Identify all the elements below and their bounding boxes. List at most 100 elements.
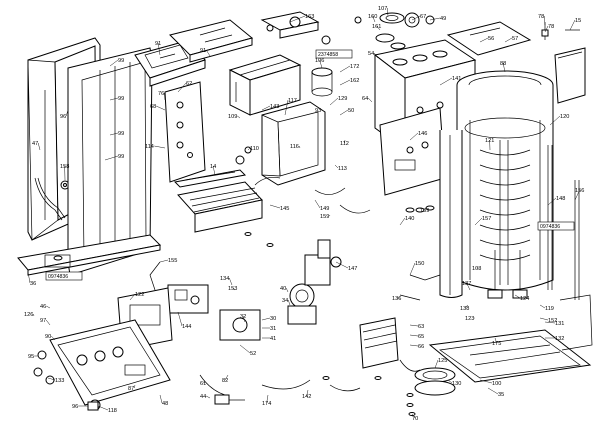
callout-63: 63 bbox=[409, 324, 424, 330]
callout-145: 145 bbox=[269, 204, 289, 212]
callout-number: 35 bbox=[498, 392, 504, 398]
callout-number: 160 bbox=[368, 14, 377, 20]
callout-96: 96 bbox=[60, 109, 69, 120]
callout-number: 65 bbox=[418, 334, 424, 340]
callout-number: 124 bbox=[520, 296, 529, 302]
callout-number: 121 bbox=[485, 138, 494, 144]
callout-number: 63 bbox=[418, 324, 424, 330]
callout-number: 61 bbox=[200, 381, 206, 387]
leader-line bbox=[434, 359, 439, 369]
callout-114: 114 bbox=[145, 144, 166, 150]
callout-99: 99 bbox=[109, 58, 124, 67]
callout-131: 131 bbox=[544, 321, 564, 327]
callout-number: 156 bbox=[575, 188, 584, 194]
callout-110: 110 bbox=[247, 146, 259, 152]
callout-35: 35 bbox=[487, 387, 504, 398]
callout-number: 139 bbox=[420, 208, 429, 214]
leader-line bbox=[329, 214, 331, 217]
leader-line bbox=[163, 92, 166, 101]
side-panel-left-center bbox=[164, 81, 206, 183]
callout-144: 144 bbox=[177, 311, 191, 330]
callout-40: 40 bbox=[280, 286, 289, 293]
leader-line bbox=[202, 381, 206, 384]
callout-number: 152 bbox=[548, 318, 557, 324]
callout-93: 93 bbox=[315, 108, 322, 114]
leader-line bbox=[261, 317, 271, 321]
leader-line bbox=[374, 52, 379, 59]
callout-number: 114 bbox=[145, 144, 154, 150]
callout-107: 107 bbox=[378, 6, 389, 17]
callout-172: 172 bbox=[339, 64, 359, 73]
leader-line bbox=[409, 334, 419, 337]
callout-175: 175 bbox=[492, 337, 501, 347]
leader-line bbox=[224, 374, 229, 381]
leader-line bbox=[206, 395, 211, 399]
callout-30: 30 bbox=[261, 316, 276, 322]
callout-number: 97 bbox=[40, 318, 46, 324]
callout-162: 162 bbox=[339, 78, 359, 86]
callout-number: 50 bbox=[348, 108, 354, 114]
leader-line bbox=[494, 337, 497, 344]
callout-number: 116 bbox=[290, 144, 299, 150]
callout-134: 134 bbox=[220, 276, 233, 286]
leader-line bbox=[504, 37, 513, 43]
leader-line bbox=[409, 262, 416, 276]
strainer-bowl bbox=[414, 367, 456, 396]
part-code-box-1: 2374858 bbox=[315, 49, 353, 59]
callout-118: 118 bbox=[97, 405, 117, 414]
callout-95: 95 bbox=[28, 354, 38, 360]
leader-line bbox=[97, 405, 109, 411]
leader-line bbox=[299, 145, 301, 149]
callout-number: 149 bbox=[320, 206, 329, 212]
callout-number: 67 bbox=[420, 14, 426, 20]
leader-line bbox=[429, 17, 441, 21]
cylinder-coil bbox=[479, 149, 531, 261]
leader-line bbox=[479, 37, 489, 43]
leader-line bbox=[27, 271, 31, 284]
callout-number: 64 bbox=[362, 96, 368, 102]
leader-line bbox=[409, 344, 419, 347]
callout-number: 119 bbox=[545, 306, 554, 312]
burner-manifold bbox=[177, 181, 263, 233]
callout-number: 88 bbox=[500, 61, 506, 67]
callout-174: 174 bbox=[262, 394, 271, 407]
callout-148: 148 bbox=[547, 196, 565, 206]
leader-line bbox=[314, 199, 321, 209]
callout-number: 118 bbox=[108, 408, 117, 414]
callout-48: 48 bbox=[159, 394, 168, 407]
callout-76: 76 bbox=[158, 91, 166, 101]
callout-number: 99 bbox=[118, 96, 124, 102]
sensor-probes bbox=[487, 250, 528, 299]
leader-line bbox=[466, 282, 471, 291]
hot-water-cylinder bbox=[456, 70, 554, 291]
callout-66: 66 bbox=[409, 344, 424, 350]
callout-121: 121 bbox=[485, 138, 494, 151]
callout-number: 148 bbox=[556, 196, 565, 202]
top-plate bbox=[446, 21, 532, 56]
leader-line bbox=[464, 304, 469, 309]
callout-125: 125 bbox=[434, 358, 447, 369]
callout-130: 130 bbox=[447, 379, 461, 387]
leader-line bbox=[109, 59, 119, 67]
callout-number: 143 bbox=[270, 104, 279, 110]
leader-line bbox=[206, 49, 211, 57]
callout-number: 136 bbox=[392, 296, 401, 302]
plate-heat-exchanger bbox=[359, 317, 399, 369]
callout-number: 140 bbox=[405, 216, 414, 222]
right-bracket bbox=[559, 294, 593, 351]
callout-15: 15 bbox=[569, 18, 581, 31]
part-code-text: 0974836 bbox=[48, 274, 68, 280]
callout-number: 32 bbox=[240, 314, 246, 320]
callout-number: 126 bbox=[24, 312, 33, 318]
base-tray bbox=[428, 329, 592, 383]
callout-number: 150 bbox=[415, 261, 424, 267]
leader-line bbox=[46, 319, 51, 326]
callout-number: 90 bbox=[45, 334, 51, 340]
callout-number: 122 bbox=[135, 292, 144, 298]
callout-number: 142 bbox=[302, 394, 311, 400]
callout-44: 44 bbox=[200, 394, 211, 400]
callout-number: 172 bbox=[350, 64, 359, 70]
leader-line bbox=[177, 82, 187, 93]
diverter-valve bbox=[219, 309, 261, 341]
